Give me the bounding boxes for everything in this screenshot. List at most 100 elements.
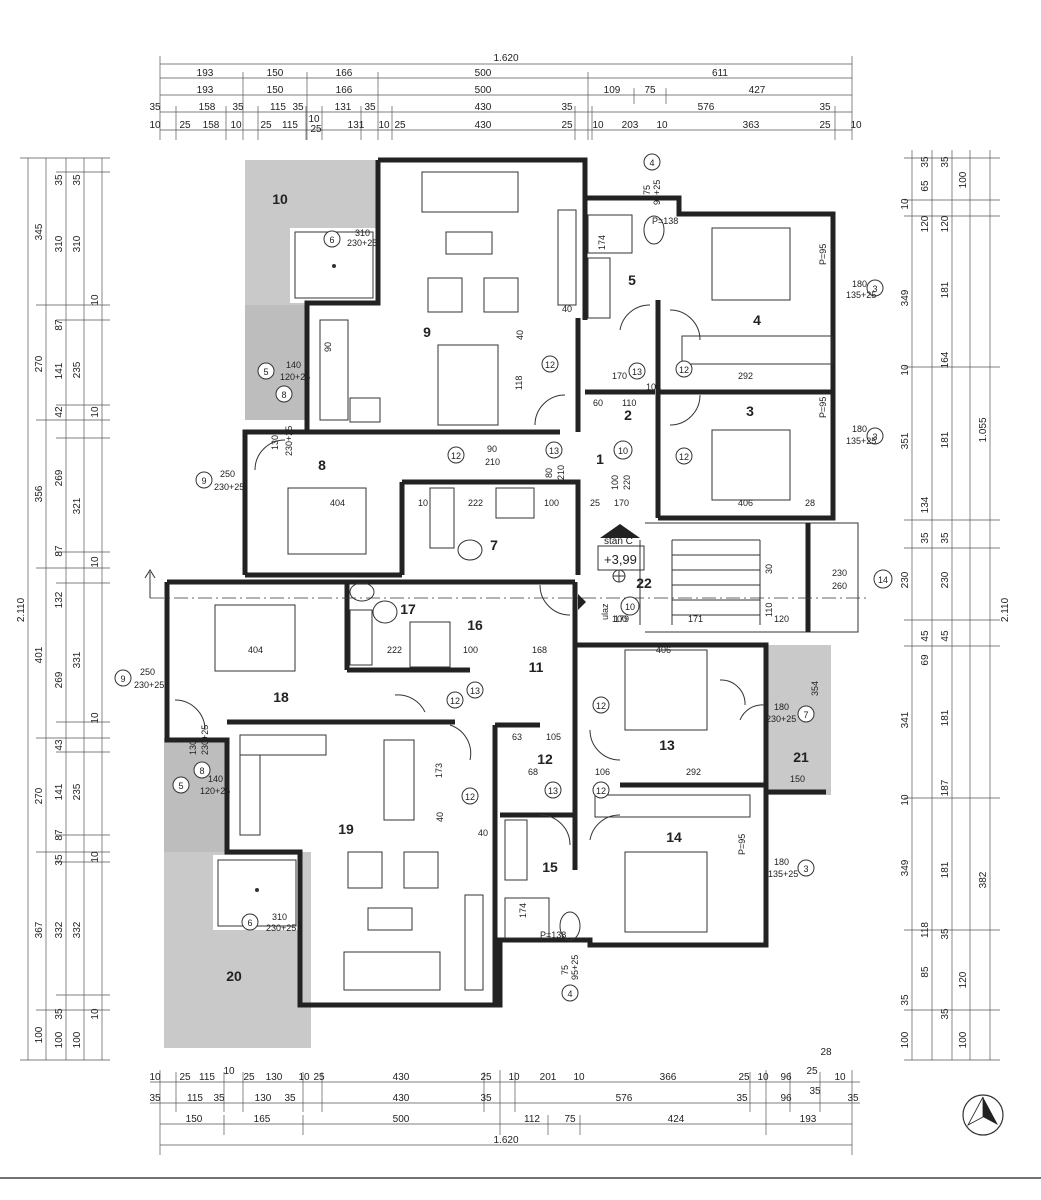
opening-tag: 13 — [470, 686, 480, 696]
label-width: 404 — [330, 498, 345, 508]
right-dim: 120 — [920, 215, 931, 232]
top-dim: 35 — [292, 102, 304, 113]
left-dim: 321 — [72, 497, 83, 514]
right-dim: 10 — [900, 364, 911, 376]
top-dim: 611 — [712, 68, 728, 79]
bottom-dimension-lines — [150, 1070, 860, 1155]
top-dim: 150 — [267, 68, 284, 79]
opening-size: 310 — [355, 228, 370, 238]
top-dimension-lines — [159, 56, 853, 140]
top-dim: 25 — [179, 120, 191, 131]
bottom-dim: 424 — [668, 1114, 685, 1125]
left-dim: 35 — [54, 174, 65, 186]
opening-tag: 12 — [596, 786, 606, 796]
room-1: 1 — [596, 451, 604, 467]
opening-tag: 6 — [247, 918, 252, 928]
left-dim: 100 — [34, 1026, 45, 1043]
opening-sub: 230+25 — [347, 238, 377, 248]
left-dim: 356 — [34, 485, 45, 502]
room-21: 21 — [793, 749, 809, 765]
room-4: 4 — [753, 312, 761, 328]
right-dim: 181 — [940, 861, 951, 878]
left-dim: 100 — [54, 1031, 65, 1048]
top-dim: 35 — [364, 102, 376, 113]
left-dim: 141 — [54, 362, 65, 379]
opening-size: 80 — [544, 468, 554, 478]
right-dim: 230 — [940, 571, 951, 588]
opening-size: 130 — [270, 435, 280, 450]
top-dim: 25 — [310, 124, 322, 135]
room-17: 17 — [400, 601, 416, 617]
top-dim: 10 — [592, 120, 604, 131]
stan-label: stan C — [604, 536, 633, 547]
label-width: 60 — [593, 398, 603, 408]
opening-sub: 120+25 — [200, 786, 230, 796]
room-10: 10 — [272, 191, 288, 207]
top-dim: 35 — [561, 102, 573, 113]
room-8: 8 — [318, 457, 326, 473]
entry-arrow-icon — [578, 594, 586, 610]
label-width: 406 — [738, 498, 753, 508]
label-width: 170 — [614, 498, 629, 508]
left-dim: 10 — [90, 1008, 101, 1020]
left-dim: 310 — [72, 235, 83, 252]
label-width: 90 — [323, 342, 333, 352]
left-dim: 10 — [90, 406, 101, 418]
bottom-total-dim: 1.620 — [493, 1135, 518, 1146]
right-dim: 100 — [900, 1031, 911, 1048]
label-width: 168 — [532, 645, 547, 655]
left-dim: 332 — [54, 921, 65, 938]
opening-tag: 3 — [803, 864, 808, 874]
label-width: 10 — [418, 498, 428, 508]
top-dim: 131 — [335, 102, 352, 113]
bottom-dim: 10 — [508, 1072, 520, 1083]
opening-size: 310 — [272, 912, 287, 922]
opening-tag: 12 — [596, 701, 606, 711]
room-numbers: 1 2 3 4 5 7 8 9 10 11 12 13 14 15 16 17 … — [226, 191, 809, 984]
bottom-dim: 25 — [738, 1072, 750, 1083]
left-dim: 269 — [54, 469, 65, 486]
right-dim: 45 — [920, 630, 931, 642]
label-width: 40 — [562, 304, 572, 314]
top-dim: 35 — [819, 102, 831, 113]
top-dim: 166 — [336, 85, 353, 96]
opening-tag: 12 — [450, 696, 460, 706]
bottom-dimension-text: 10 25 115 10 25 130 10 25 430 25 10 201 … — [149, 1047, 859, 1146]
right-dim: 120 — [940, 215, 951, 232]
opening-size: 180 — [852, 279, 867, 289]
label-width: 25 — [590, 498, 600, 508]
label-width: 40 — [515, 330, 525, 340]
label-width: 354 — [810, 681, 820, 696]
furniture — [214, 171, 833, 991]
right-dimension-lines — [904, 150, 1000, 1061]
label-width: 40 — [478, 828, 488, 838]
top-dim: 363 — [743, 120, 760, 131]
left-dim: 235 — [72, 783, 83, 800]
room-2: 2 — [624, 407, 632, 423]
top-dim: 10 — [230, 120, 242, 131]
opening-tag: 7 — [803, 710, 808, 720]
right-dim: 230 — [900, 571, 911, 588]
opening-sub: 135+25 — [768, 869, 798, 879]
right-dim: 65 — [920, 180, 931, 192]
label-width: 104 — [646, 382, 661, 392]
opening-sub: 230+25 — [266, 923, 296, 933]
bottom-dim: 150 — [186, 1114, 203, 1125]
right-dim: 35 — [940, 156, 951, 168]
bottom-dim: 35 — [847, 1093, 859, 1104]
bottom-dim: 28 — [820, 1047, 832, 1058]
opening-tag: 9 — [120, 674, 125, 684]
terrace-5-bottom — [164, 738, 226, 853]
right-dim: 10 — [900, 794, 911, 806]
opening-size: 230 — [832, 568, 847, 578]
opening-size: 180 — [852, 424, 867, 434]
right-dim: 118 — [920, 922, 931, 938]
bottom-dim: 35 — [480, 1093, 492, 1104]
opening-sub: 230+25 — [200, 725, 210, 755]
label-width: 118 — [514, 376, 524, 390]
top-dim: 203 — [622, 120, 639, 131]
room-14: 14 — [666, 829, 682, 845]
top-dim: 25 — [819, 120, 831, 131]
opening-size: 90 — [487, 444, 497, 454]
left-dim: 35 — [72, 174, 83, 186]
